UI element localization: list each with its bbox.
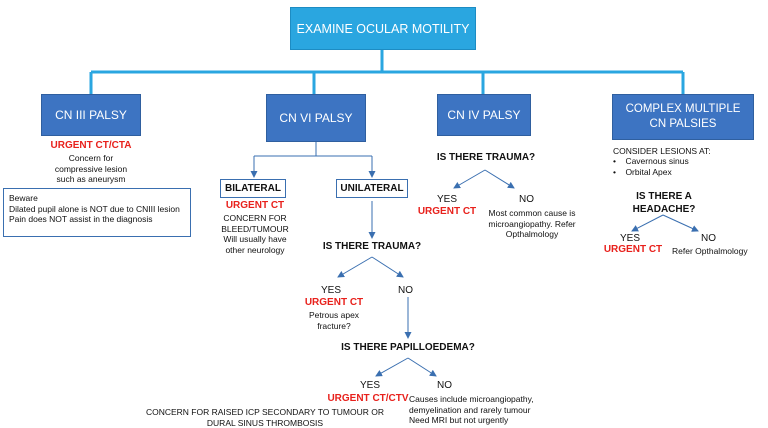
cn3-concern-line: Concern for (68, 153, 114, 163)
cn6-trauma-yes-text: Petrous apex fracture? (298, 310, 370, 331)
headache-line: HEADACHE? (632, 204, 696, 215)
top-connector-lines (89, 50, 685, 94)
cn6-trauma-urgent: URGENT CT (304, 297, 364, 308)
bilateral-line: CONCERN FOR (223, 213, 287, 223)
root-title: EXAMINE OCULAR MOTILITY (296, 21, 470, 36)
cn3-urgent: URGENT CT/CTA (50, 140, 132, 151)
papilloedema-no: NO (437, 380, 452, 391)
unilateral-label: UNILATERAL (340, 183, 404, 194)
icp-line: DURAL SINUS THROMBOSIS (206, 417, 324, 428)
complex-consider: CONSIDER LESIONS AT: (613, 146, 711, 156)
bilateral-line: other neurology (225, 244, 285, 255)
lesion-item: • Cavernous sinus (613, 156, 753, 167)
papilloedema-yes: YES (360, 380, 381, 391)
cn3-concern-line: compressive lesion (54, 163, 128, 174)
cn3-beware-box: Beware Dilated pupil alone is NOT due to… (3, 188, 191, 237)
bilateral-line: Will usually have (223, 234, 287, 244)
papilloedema-question: IS THERE PAPILLOEDEMA? (341, 342, 475, 353)
root-box: EXAMINE OCULAR MOTILITY (290, 7, 476, 50)
cn3-concern: Concern for compressive lesion such as a… (30, 153, 152, 185)
bilateral-text: CONCERN FOR BLEED/TUMOUR Will usually ha… (211, 213, 299, 255)
complex-no: NO (701, 233, 716, 244)
cn4-no-line: microangiopathy. Refer (488, 218, 576, 229)
complex-title-line: CN PALSIES (649, 118, 717, 130)
cn6-trauma-yes: YES (321, 285, 342, 296)
cn3-title: CN III PALSY (55, 108, 127, 122)
cn6-trauma-question: IS THERE TRAUMA? (322, 241, 422, 252)
cn3-box: CN III PALSY (41, 94, 141, 136)
cn4-no: NO (519, 194, 534, 205)
complex-no-text: Refer Opthalmology (672, 246, 748, 256)
cn4-title: CN IV PALSY (447, 108, 521, 122)
cn4-no-text: Most common cause is microangiopathy. Re… (484, 208, 580, 240)
papilloedema-yes-text: CONCERN FOR RAISED ICP SECONDARY TO TUMO… (145, 407, 385, 428)
complex-box: COMPLEX MULTIPLE CN PALSIES (612, 94, 754, 140)
petrous-line: fracture? (317, 320, 351, 331)
petrous-line: Petrous apex (308, 310, 360, 320)
beware-line: Pain does NOT assist in the diagnosis (9, 214, 153, 224)
bullet-icon: • (613, 156, 616, 166)
beware-line: Dilated pupil alone is NOT due to CNIII … (9, 203, 180, 214)
icp-line: CONCERN FOR RAISED ICP SECONDARY TO TUMO… (145, 407, 385, 417)
bilateral-line: BLEED/TUMOUR (221, 223, 289, 234)
bullet-icon: • (613, 166, 616, 177)
lesion-item: • Orbital Apex (613, 167, 753, 178)
lesion-label: Orbital Apex (625, 166, 672, 177)
bilateral-label: BILATERAL (225, 183, 281, 194)
cn6-box: CN VI PALSY (266, 94, 366, 142)
beware-line: Beware (9, 193, 38, 203)
complex-yes-urgent: URGENT CT (603, 244, 663, 255)
papilloedema-yes-urgent: URGENT CT/CTV (327, 393, 409, 404)
causes-line: Causes include microangiopathy, (409, 394, 534, 404)
cn6-title: CN VI PALSY (279, 111, 353, 125)
bilateral-urgent: URGENT CT (225, 200, 285, 211)
cn4-yes-urgent: URGENT CT (417, 206, 477, 217)
cn4-box: CN IV PALSY (437, 94, 531, 136)
papilloedema-no-text: Causes include microangiopathy, demyelin… (409, 394, 559, 426)
unilateral-box: UNILATERAL (336, 179, 408, 198)
causes-line: demyelination and rarely tumour (409, 404, 531, 415)
cn4-no-line: Opthalmology (505, 229, 559, 239)
complex-yes: YES (620, 233, 641, 244)
complex-lesions: • Cavernous sinus • Orbital Apex (613, 156, 753, 177)
cn6-trauma-no: NO (398, 285, 413, 296)
cn4-yes: YES (437, 194, 458, 205)
bilateral-box: BILATERAL (220, 179, 286, 198)
headache-line: IS THERE A (636, 191, 692, 202)
lesion-label: Cavernous sinus (625, 156, 689, 166)
complex-question: IS THERE A HEADACHE? (622, 190, 706, 216)
cn4-question: IS THERE TRAUMA? (436, 152, 536, 163)
cn4-no-line: Most common cause is (488, 208, 576, 218)
complex-title-line: COMPLEX MULTIPLE (625, 103, 741, 115)
causes-line: Need MRI but not urgently (409, 415, 509, 425)
cn3-concern-line: such as aneurysm (56, 174, 126, 184)
